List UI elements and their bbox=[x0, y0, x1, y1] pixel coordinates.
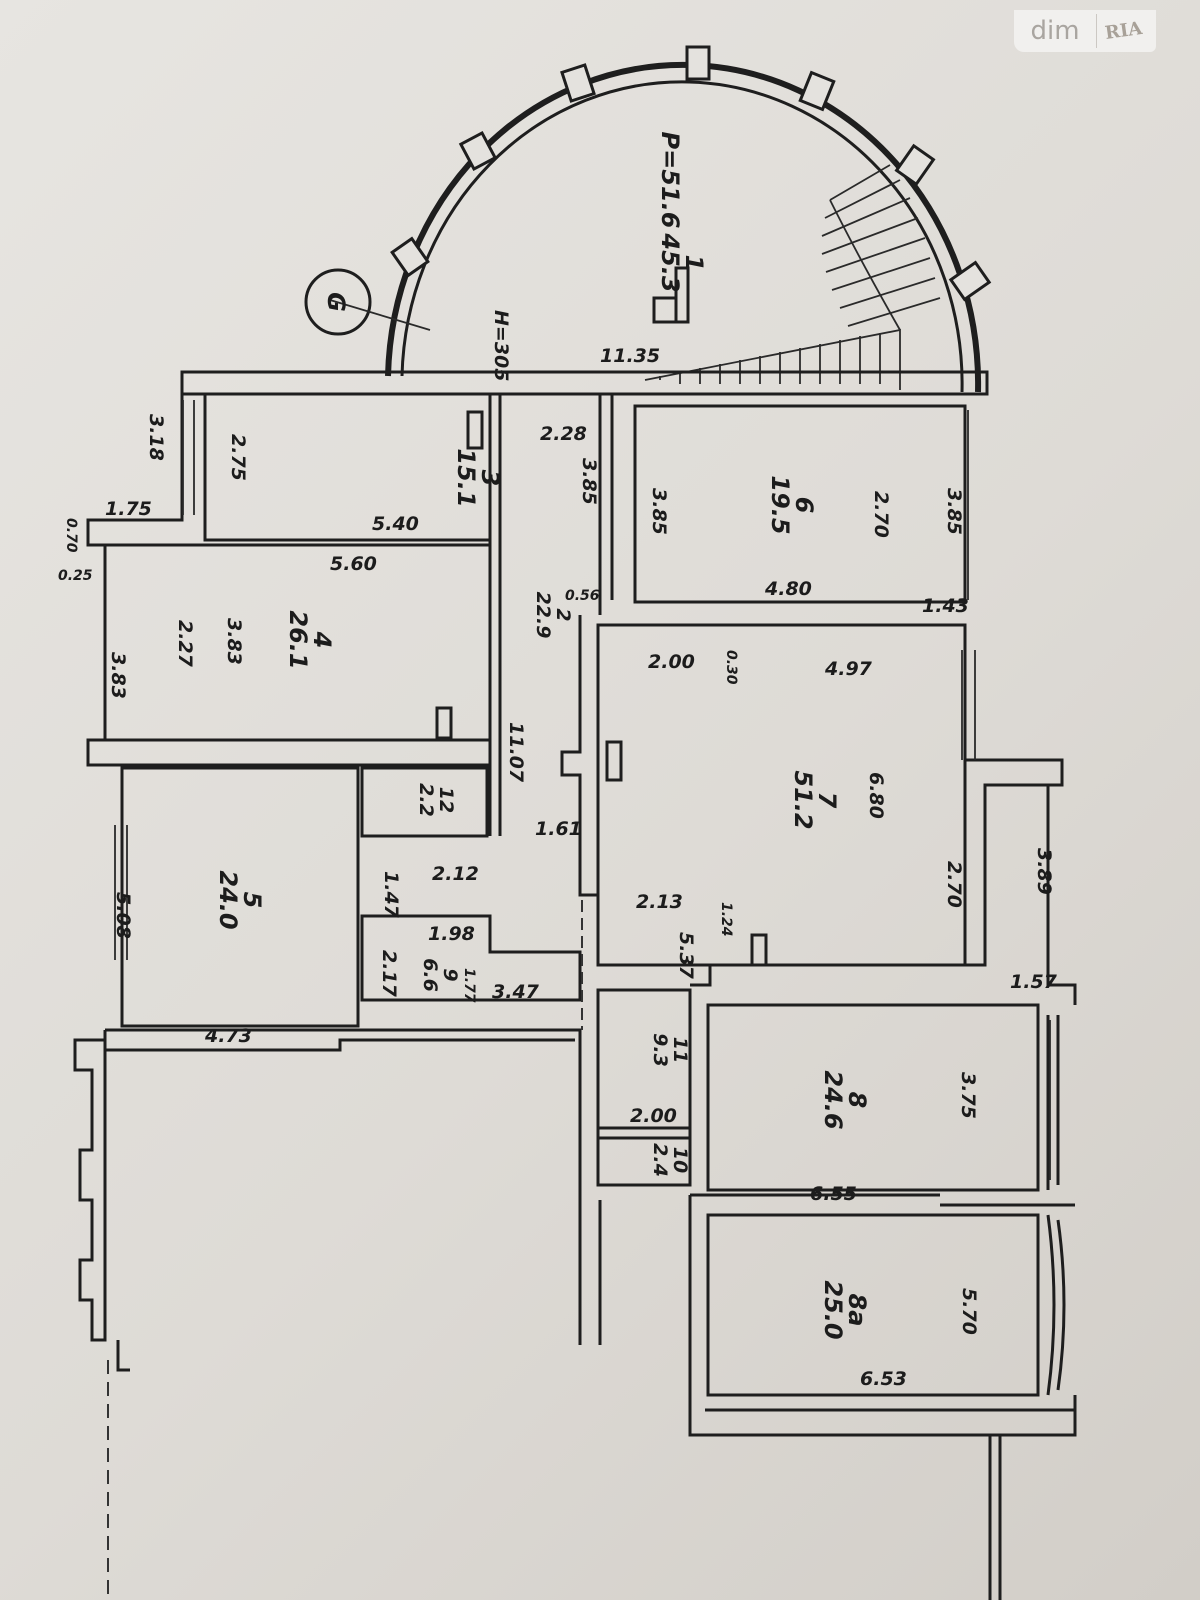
watermark-divider bbox=[1096, 14, 1097, 48]
dim-6-80: 6.80 bbox=[865, 772, 887, 819]
dim-11-35: 11.35 bbox=[600, 345, 660, 367]
room-1-area: 45.3 bbox=[656, 232, 684, 292]
room-8-area: 24.6 bbox=[819, 1070, 847, 1129]
dim-2-00-room11: 2.00 bbox=[630, 1105, 677, 1127]
dim-0-70: 0.70 bbox=[63, 518, 79, 553]
section-marker: G bbox=[304, 268, 431, 336]
marker-label: G bbox=[322, 292, 350, 312]
dim-6-53: 6.53 bbox=[860, 1368, 907, 1390]
dim-3-47: 3.47 bbox=[492, 981, 540, 1003]
room-8a-number: 8a bbox=[843, 1294, 871, 1327]
dim-3-89: 3.89 bbox=[1033, 848, 1055, 895]
dim-2-70: 2.70 bbox=[870, 491, 892, 538]
room-5-number: 5 bbox=[238, 892, 266, 909]
room-6-area: 19.5 bbox=[766, 475, 794, 534]
dim-3-85-corridor: 3.85 bbox=[578, 458, 600, 505]
dim-2-17: 2.17 bbox=[378, 950, 400, 998]
room-8-number: 8 bbox=[843, 1092, 871, 1109]
dim-0-30: 0.30 bbox=[723, 650, 739, 685]
dim-1-98: 1.98 bbox=[428, 923, 475, 945]
dim-5-60: 5.60 bbox=[330, 553, 377, 575]
dim-2-70-room7: 2.70 bbox=[943, 861, 965, 908]
room-1-perimeter: P=51.6 bbox=[656, 132, 684, 229]
dim-3-83-room4: 3.83 bbox=[223, 618, 245, 665]
room-12-area: 2.2 bbox=[415, 783, 437, 817]
dim-2-28: 2.28 bbox=[540, 423, 587, 445]
dim-2-27: 2.27 bbox=[174, 620, 196, 668]
walls bbox=[73, 370, 1077, 1600]
chimney-symbol bbox=[652, 266, 690, 324]
dim-3-83-left: 3.83 bbox=[107, 652, 129, 699]
dim-1-47: 1.47 bbox=[380, 871, 402, 919]
dim-3-75: 3.75 bbox=[957, 1072, 979, 1119]
room-1-number: 1 bbox=[680, 255, 708, 272]
room-7-area: 51.2 bbox=[789, 770, 817, 829]
dim-5-37: 5.37 bbox=[675, 932, 697, 980]
room-2-number: 2 bbox=[552, 608, 574, 621]
dim-1-75: 1.75 bbox=[105, 498, 152, 520]
dim-4-97: 4.97 bbox=[824, 658, 873, 680]
dim-4-80: 4.80 bbox=[764, 578, 812, 600]
room-4-area: 26.1 bbox=[284, 610, 312, 669]
dim-1-61: 1.61 bbox=[535, 818, 582, 840]
room-3-number: 3 bbox=[476, 470, 504, 487]
room-11-area: 9.3 bbox=[649, 1033, 671, 1067]
room-11-number: 11 bbox=[669, 1037, 691, 1063]
watermark-dim: dim bbox=[1030, 16, 1080, 46]
dim-1-77: 1.77 bbox=[461, 968, 477, 1003]
dim-6-55: 6.55 bbox=[810, 1183, 857, 1205]
watermark-logo: dim RIA bbox=[1014, 10, 1156, 52]
dim-2-75: 2.75 bbox=[227, 434, 249, 481]
dim-0-56: 0.56 bbox=[565, 588, 600, 604]
dim-2-00-room7: 2.00 bbox=[648, 651, 695, 673]
dimension-labels: H=305 11.35 3.18 2.75 5.40 2.28 3.85 3.8… bbox=[58, 310, 1058, 1390]
room-9-area: 6.6 bbox=[419, 958, 441, 992]
dim-1-24: 1.24 bbox=[718, 902, 734, 937]
dim-3-18: 3.18 bbox=[145, 414, 167, 461]
dim-2-13: 2.13 bbox=[636, 891, 683, 913]
room-7-number: 7 bbox=[813, 792, 841, 809]
dim-1-57: 1.57 bbox=[1010, 971, 1058, 993]
room-4-number: 4 bbox=[308, 631, 336, 649]
room-9-number: 9 bbox=[439, 968, 461, 981]
room-6-number: 6 bbox=[790, 497, 818, 514]
dim-4-73: 4.73 bbox=[204, 1025, 252, 1047]
dim-1-43: 1.43 bbox=[922, 595, 969, 617]
rotunda-wall bbox=[385, 45, 992, 393]
dim-0-25: 0.25 bbox=[58, 568, 93, 584]
dim-5-40: 5.40 bbox=[372, 513, 419, 535]
dim-5-08: 5.08 bbox=[112, 892, 134, 939]
room-5-area: 24.0 bbox=[214, 870, 242, 929]
room-10-area: 2.4 bbox=[649, 1143, 671, 1177]
dim-3-85-right: 3.85 bbox=[943, 488, 965, 535]
room-labels: P=51.6 45.3 1 15.1 3 26.1 4 24.0 5 19.5 … bbox=[214, 132, 871, 1340]
room-8a-area: 25.0 bbox=[819, 1280, 847, 1339]
room-10-number: 10 bbox=[669, 1147, 691, 1173]
watermark-ria: RIA bbox=[1103, 17, 1144, 44]
room-3-area: 15.1 bbox=[452, 448, 480, 507]
room-2-area: 22.9 bbox=[532, 592, 554, 639]
room-12-number: 12 bbox=[435, 787, 457, 813]
dim-2-12: 2.12 bbox=[432, 863, 479, 885]
height-note: H=305 bbox=[490, 310, 512, 381]
dim-11-07: 11.07 bbox=[505, 722, 527, 783]
dim-3-85-room6: 3.85 bbox=[648, 488, 670, 535]
dim-5-70: 5.70 bbox=[958, 1288, 980, 1335]
